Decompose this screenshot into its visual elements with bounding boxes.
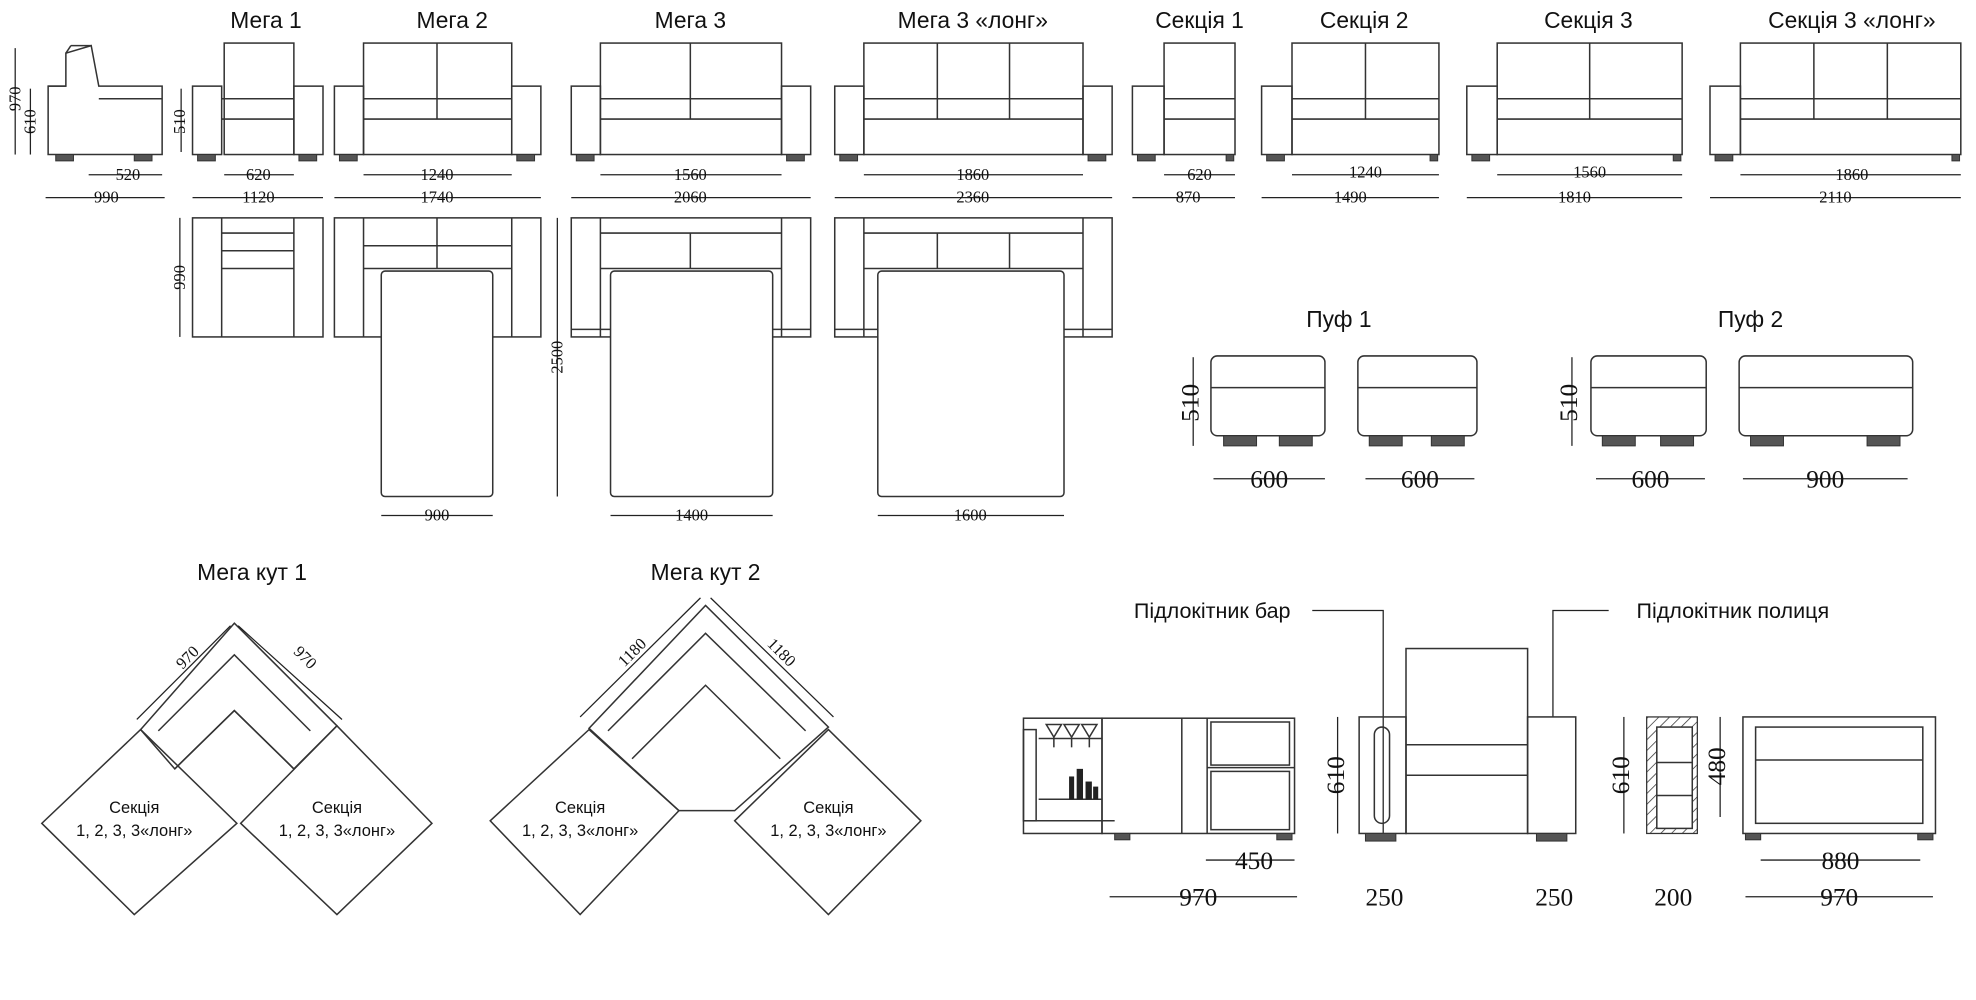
title-mega-2: Мега 2: [416, 7, 487, 33]
corner1-left-label-1: Секція: [109, 799, 159, 817]
mega-1-top: 990: [170, 217, 324, 338]
armchair-with-armrests: 610 250 250: [1322, 647, 1577, 912]
mega-3-front: 1560 2060: [570, 42, 812, 207]
corner2-left-label-1: Секція: [555, 799, 605, 817]
dim-side-seat-depth: 520: [116, 165, 141, 184]
dim-shelf-width: 200: [1654, 884, 1692, 912]
puf-2: 510 600 900: [1555, 355, 1914, 494]
dim-sec3l-seat: 1860: [1835, 165, 1868, 184]
dim-corner1-b: 970: [290, 642, 321, 673]
dim-sec3-total: 1810: [1558, 188, 1591, 207]
dim-puf2-b: 900: [1806, 466, 1844, 494]
mega-2-top-bed: 900: [333, 217, 542, 525]
mega-2-front: 1240 1740: [333, 42, 542, 207]
title-section-1: Секція 1: [1155, 7, 1244, 33]
dim-puf1-a: 600: [1250, 466, 1288, 494]
dim-arm-height: 610: [1322, 756, 1350, 794]
dim-mega3l-total: 2360: [956, 188, 989, 207]
dim-shelf-height: 610: [1607, 756, 1635, 794]
title-mega-1: Мега 1: [230, 7, 301, 33]
side-view: 970 610 520 990: [5, 44, 165, 207]
title-corner-1: Мега кут 1: [197, 559, 307, 585]
dim-sec1-seat: 620: [1187, 165, 1212, 184]
section-2-front: 1240 1490: [1260, 42, 1440, 207]
section-3-front: 1560 1810: [1466, 42, 1683, 207]
dim-shelf-front-width: 970: [1820, 884, 1858, 912]
corner2-right-label-2: 1, 2, 3, 3«лонг»: [770, 822, 886, 840]
section-1-front: 620 870: [1131, 42, 1236, 207]
dim-bar-width: 970: [1179, 884, 1217, 912]
dim-puf1-b: 600: [1401, 466, 1439, 494]
shelf-armrest-front: 480 880 970: [1703, 716, 1937, 912]
dim-puf1-height: 510: [1176, 384, 1204, 422]
dim-mega1-depth: 990: [170, 265, 189, 290]
corner2-right-label-1: Секція: [803, 799, 853, 817]
dim-arm-width-2: 250: [1535, 884, 1573, 912]
dim-mega3-total: 2060: [674, 188, 707, 207]
dim-sec3l-total: 2110: [1819, 188, 1851, 207]
label-armrest-bar: Підлокітник бар: [1134, 599, 1291, 623]
dim-mega3l-bed: 1600: [954, 506, 987, 525]
dim-sec2-seat: 1240: [1349, 162, 1382, 181]
bar-armrest-side: 450 970: [1022, 717, 1298, 912]
title-section-3: Секція 3: [1544, 7, 1633, 33]
dim-sec1-total: 870: [1176, 188, 1201, 207]
dim-puf2-height: 510: [1555, 384, 1583, 422]
label-armrest-shelf: Підлокітник полиця: [1637, 599, 1830, 623]
mega-3-top-bed: 1400: [570, 217, 812, 525]
puf-1: 510 600 600: [1176, 355, 1478, 494]
title-section-3-long: Секція 3 «лонг»: [1768, 7, 1935, 33]
dim-mega2-bed: 900: [425, 506, 450, 525]
dim-mega2-total: 1740: [421, 188, 454, 207]
dim-mega2-seat: 1240: [421, 165, 454, 184]
dim-mega3-bed: 1400: [675, 506, 708, 525]
dim-side-seat-height: 610: [20, 109, 39, 134]
dim-side-height: 970: [5, 86, 24, 111]
dim-side-total-depth: 990: [94, 188, 119, 207]
dim-bar-depth: 450: [1235, 847, 1273, 875]
dim-mega1-height: 510: [170, 109, 189, 134]
shelf-callout-leader: [1552, 609, 1609, 717]
dim-mega1-total: 1120: [242, 188, 274, 207]
mega-3-long-top-bed: 1600: [833, 217, 1113, 525]
dim-corner2-a: 1180: [614, 634, 650, 670]
dim-mega1-seat: 620: [246, 165, 271, 184]
dim-shelf-inner-height: 480: [1703, 747, 1731, 785]
title-corner-2: Мега кут 2: [651, 559, 761, 585]
dim-corner2-b: 1180: [763, 634, 799, 670]
dim-corner1-a: 970: [172, 642, 203, 673]
shelf-armrest-side: 610 200: [1607, 716, 1698, 912]
corner2-left-label-2: 1, 2, 3, 3«лонг»: [522, 822, 638, 840]
dim-shelf-front-inner: 880: [1821, 847, 1859, 875]
corner-2: 1180 1180 Секція 1, 2, 3, 3«лонг» Секція…: [489, 597, 922, 916]
corner-1: 970 970 Секція 1, 2, 3, 3«лонг» Секція 1…: [40, 622, 434, 916]
dim-sec3-seat: 1560: [1573, 162, 1606, 181]
dim-sec2-total: 1490: [1334, 188, 1367, 207]
title-puf-2: Пуф 2: [1718, 306, 1783, 332]
corner1-left-label-2: 1, 2, 3, 3«лонг»: [76, 822, 192, 840]
title-mega-3-long: Мега 3 «лонг»: [898, 7, 1048, 33]
mega-3-long-front: 1860 2360: [833, 42, 1113, 207]
title-mega-3: Мега 3: [655, 7, 726, 33]
dim-puf2-a: 600: [1631, 466, 1669, 494]
mega-1-front: 510 620 1120: [170, 42, 324, 207]
dim-mega3l-seat: 1860: [956, 165, 989, 184]
dim-bed-length: 2500: [547, 341, 566, 374]
section-3-long-front: 1860 2110: [1709, 42, 1962, 207]
title-section-2: Секція 2: [1320, 7, 1409, 33]
bar-callout-leader: [1312, 609, 1384, 837]
dim-mega3-seat: 1560: [674, 165, 707, 184]
title-puf-1: Пуф 1: [1306, 306, 1371, 332]
dim-arm-width-1: 250: [1365, 884, 1403, 912]
corner1-right-label-2: 1, 2, 3, 3«лонг»: [279, 822, 395, 840]
corner1-right-label-1: Секція: [312, 799, 362, 817]
